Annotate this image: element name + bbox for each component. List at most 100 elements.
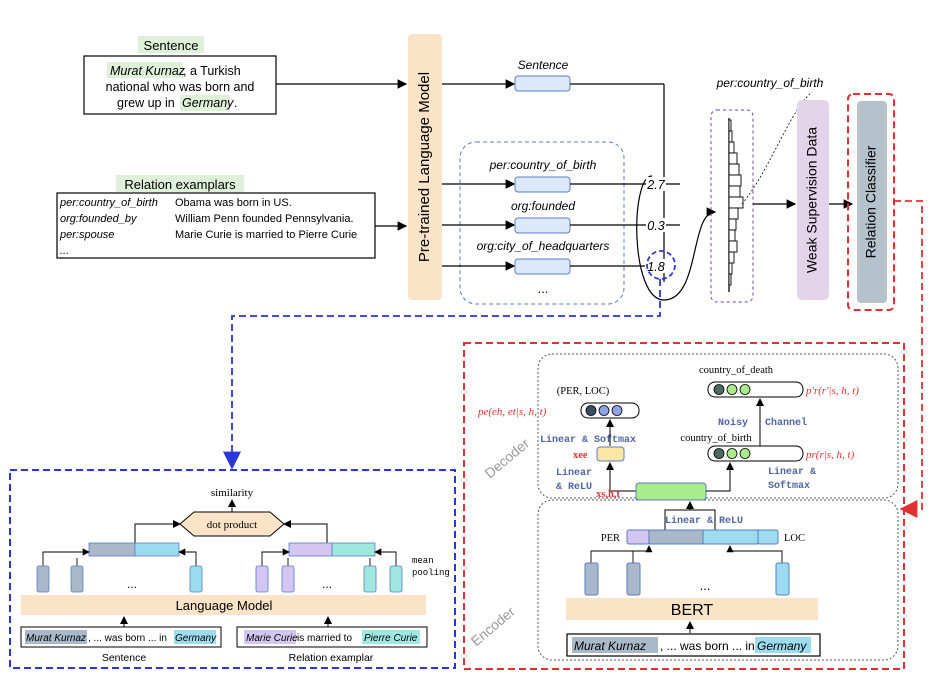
birth-dot-2 <box>726 448 738 459</box>
right-emb-teal <box>331 542 376 557</box>
left-token-vec-3 <box>189 565 203 593</box>
sentence-line3-post: . <box>234 96 237 110</box>
pe-formula: pe(eh, et|s, h, t) <box>477 406 547 418</box>
right-token-ellipsis: ... <box>322 577 332 591</box>
sentence-hl2-bg <box>180 95 230 111</box>
left-emb-to-dot <box>134 520 181 543</box>
right-panel-frame <box>463 342 905 670</box>
dist-bar <box>728 141 735 154</box>
language-model-bar <box>21 595 426 615</box>
enc-input-mid: , ... was born ... in <box>660 639 755 653</box>
left-input-hl2-bg <box>174 630 216 644</box>
dist-box <box>710 109 754 303</box>
per-loc-vector <box>580 402 640 419</box>
per-loc-label: (PER, LOC) <box>557 386 610 397</box>
noisy-label: Noisy <box>718 417 748 429</box>
perloc-dot-1 <box>585 405 597 416</box>
lin-relu-left-2: & ReLU <box>556 482 592 493</box>
dist-bar <box>728 240 738 253</box>
left-token-vec-2 <box>70 565 84 593</box>
plm-box <box>408 34 442 300</box>
enc-token-vec-3 <box>775 562 790 596</box>
examplar-text: Obama was born in US. <box>175 197 292 209</box>
examplars-label-bg <box>116 175 244 192</box>
relation-ellipsis: ... <box>538 281 549 296</box>
enc-pool-line-c <box>726 545 783 563</box>
enc-input-hl2: Germany <box>757 639 807 653</box>
encoder-label: Encoder <box>468 603 518 649</box>
xee-label: xee <box>573 450 588 461</box>
bert-bar <box>566 598 818 620</box>
mean-pooling-label-1: mean <box>412 556 434 566</box>
dist-bar <box>728 218 737 231</box>
perloc-dot-3 <box>611 405 623 416</box>
sentence-hl1-bg <box>107 62 183 78</box>
country-of-birth-label: country_of_birth <box>680 433 752 444</box>
death-dot-3 <box>739 384 751 395</box>
lin-relu-mid: Linear & ReLU <box>665 515 743 527</box>
xsht-label: xs,h,t <box>596 489 620 500</box>
entity-emb-cyan <box>702 529 759 545</box>
relation-embedding-3 <box>514 258 571 275</box>
score-3: 1.8 <box>647 260 664 274</box>
pr-prime-formula: p'r(r'|s, h, t) <box>805 385 859 397</box>
dist-bar <box>728 152 738 165</box>
dist-bars <box>728 119 744 286</box>
right-input-hl2-bg <box>362 630 420 644</box>
sentence-line3-hl: Germany <box>182 96 234 110</box>
channel-label: Channel <box>765 417 807 429</box>
lin-softmax-right-1: Linear & <box>768 466 816 478</box>
country-of-death-label: country_of_death <box>699 365 774 376</box>
lin-softmax-left-label: Linear & Softmax <box>540 434 636 446</box>
left-token-vec-1 <box>36 565 50 593</box>
death-dot-2 <box>726 384 738 395</box>
entity-to-xsht-arrow-1 <box>664 501 694 530</box>
left-emb-gray <box>88 542 136 557</box>
right-input-hl1-bg <box>244 630 296 644</box>
relation-group <box>459 141 625 305</box>
sentence-caption: Sentence <box>102 652 147 664</box>
dist-bar <box>728 130 733 143</box>
sentence-label-bg <box>138 36 204 53</box>
dist-bar <box>728 185 741 198</box>
similarity-label: similarity <box>211 487 254 499</box>
weak-supervision-label: Weak Supervision Data <box>804 127 820 273</box>
score-curve <box>636 175 665 301</box>
right-input-hl2: Pierre Curie <box>364 633 418 644</box>
enc-input-hl2-bg <box>755 637 811 653</box>
left-emb-cyan <box>134 542 180 557</box>
lin-relu-left-1: Linear <box>556 467 592 479</box>
score-2: 0.3 <box>647 219 664 233</box>
mean-pooling-label-2: pooling <box>412 568 450 578</box>
dist-label: per:country_of_birth <box>716 76 824 90</box>
score-bg-3 <box>646 259 666 273</box>
examplar-text: Marie Curie is married to Pierre Curie <box>175 229 357 241</box>
enc-input-hl1: Murat Kurnaz <box>574 639 646 653</box>
left-input-hl2: Germany <box>175 633 217 644</box>
loc-marker <box>757 529 779 545</box>
relation-label-3: org:city_of_headquarters <box>477 239 610 253</box>
classifier-label: Relation Classifier <box>863 145 879 258</box>
examplars-box <box>56 192 376 259</box>
dist-bar <box>728 251 735 264</box>
per-label: PER <box>601 533 620 544</box>
sentence-line3-pre: grew up in <box>117 96 175 110</box>
score-bg-1 <box>646 177 666 191</box>
classifier-box <box>857 101 887 303</box>
dist-bar <box>728 196 744 209</box>
encoder-frame <box>537 499 899 661</box>
enc-token-vec-2 <box>626 562 641 596</box>
red-connector <box>894 200 923 518</box>
dist-bar <box>728 273 732 286</box>
dist-bar <box>728 163 740 176</box>
sentence-label: Sentence <box>144 38 199 53</box>
language-model-label: Language Model <box>176 598 273 613</box>
relation-label-1: per:country_of_birth <box>489 158 597 172</box>
dist-label-pointer <box>741 91 813 205</box>
xsht-to-birth-arrow <box>706 462 734 492</box>
dist-bar <box>728 174 742 187</box>
right-emb-to-dot <box>283 520 328 543</box>
examplars-label: Relation examplars <box>124 177 236 192</box>
